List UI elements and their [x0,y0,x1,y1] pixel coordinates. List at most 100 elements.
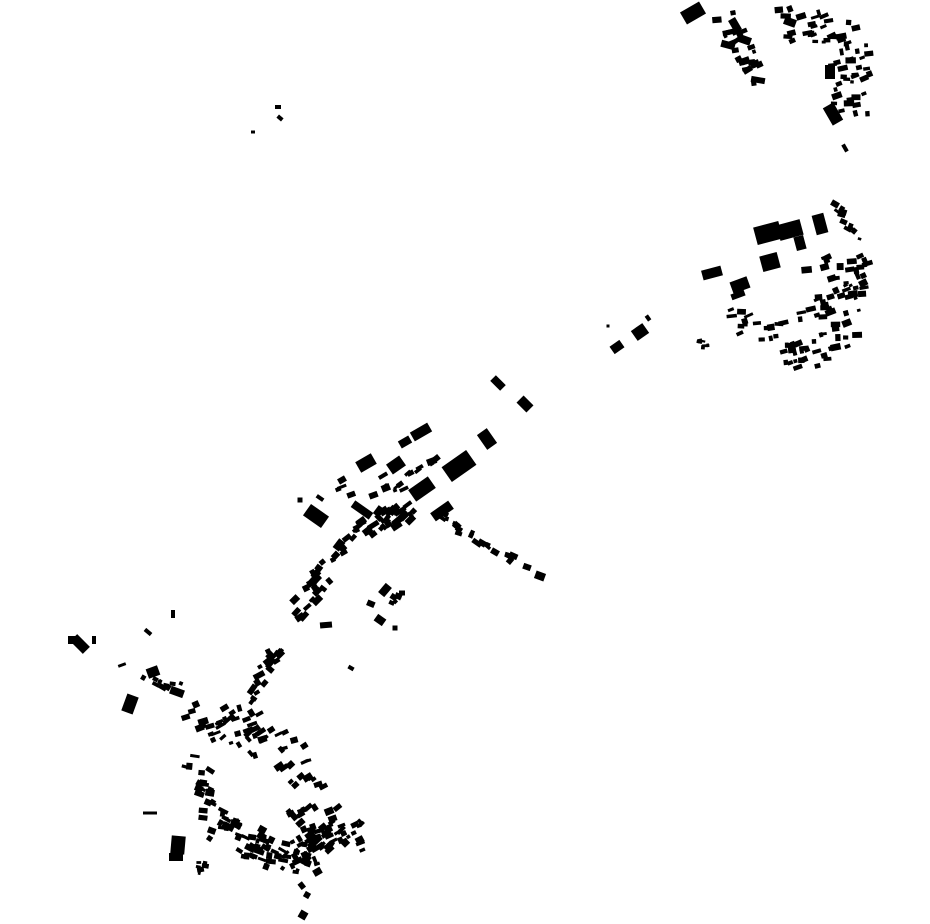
building [215,721,226,730]
building [852,109,859,117]
building [522,562,532,572]
building [278,857,289,864]
building [415,463,424,472]
building [236,704,243,713]
building [368,529,378,539]
building [258,834,267,842]
building [313,780,323,789]
building [169,853,183,861]
building [859,272,867,280]
building [221,715,229,724]
building [320,831,329,839]
building [833,86,838,93]
building [308,596,316,603]
building [391,516,404,527]
building [741,317,749,325]
building [209,801,217,807]
building [306,825,317,835]
building [204,788,215,797]
building [609,339,625,355]
building [203,798,213,807]
building [292,848,301,856]
building [378,524,385,532]
building [737,34,753,46]
building [387,502,401,516]
building [839,217,848,226]
building [836,292,846,300]
building [198,786,207,793]
building [228,708,237,717]
building [274,731,283,738]
building [854,48,860,55]
building [296,771,306,781]
building [318,584,328,593]
building [242,726,254,734]
building [187,707,197,715]
building [279,865,286,872]
building [253,678,262,687]
building [679,1,707,25]
building [297,909,309,921]
building [425,456,438,467]
building [818,314,828,320]
building [358,820,365,828]
building [337,475,347,485]
building [846,258,857,265]
building [778,319,789,327]
building [181,764,192,770]
building [235,741,243,749]
building [838,205,846,213]
building [712,16,722,24]
building [843,335,849,340]
building [826,31,837,41]
building [830,101,838,106]
building [244,843,256,854]
building [824,253,833,261]
building [339,548,349,557]
building [143,627,153,637]
building [277,846,287,854]
building [248,852,258,860]
building [859,55,866,61]
building [807,30,815,38]
building [262,862,270,871]
building [851,94,861,101]
building [284,854,292,860]
building [837,211,846,219]
building [862,66,871,71]
building [301,584,311,593]
building [407,510,414,519]
building [819,262,830,272]
building [839,48,844,56]
building [823,18,834,24]
building [270,848,280,856]
building [289,862,296,870]
building [290,780,300,790]
building [783,34,793,40]
building [178,681,184,686]
building [198,807,208,814]
building [848,283,853,288]
building [204,722,215,730]
building [836,35,847,44]
building [194,723,205,733]
building [329,556,337,563]
building [289,839,296,845]
building [750,80,757,87]
building [467,532,475,539]
building [315,494,325,502]
building [837,64,849,73]
building [300,859,309,867]
building [311,586,323,597]
building [345,834,351,840]
building [751,49,757,55]
building [737,58,745,66]
building [830,199,840,209]
building [246,708,256,718]
building [273,761,285,772]
building [533,570,547,582]
building [851,24,861,32]
building [254,842,260,848]
building [784,342,789,348]
building [812,39,819,44]
